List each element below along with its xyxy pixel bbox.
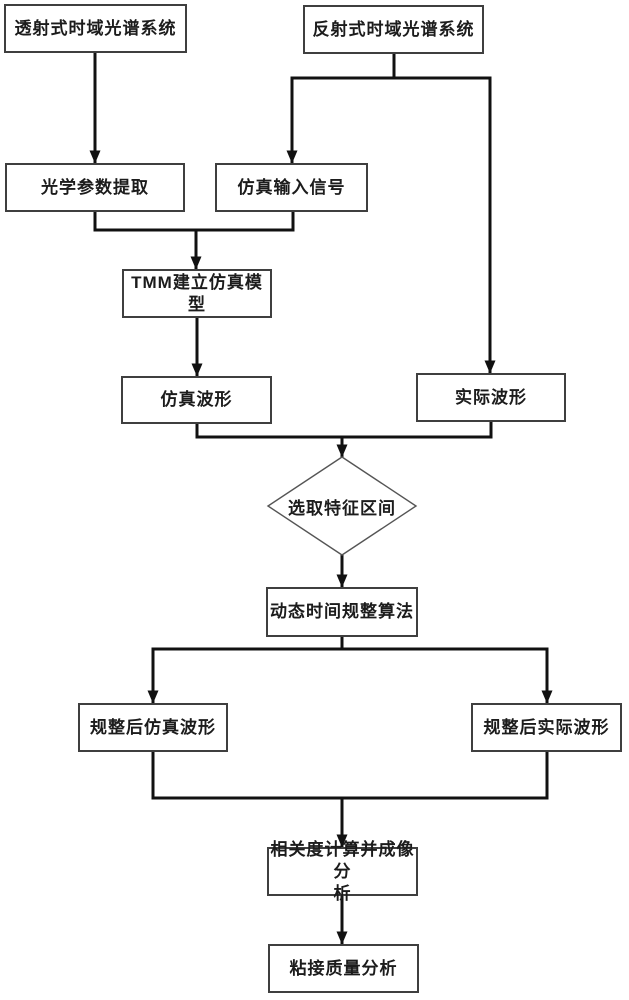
- node-correlation-imaging: 相关度计算并成像分 析: [267, 840, 418, 903]
- node-reflection-system: 反射式时域光谱系统: [303, 5, 484, 54]
- edge-merge-warped: [151, 752, 549, 800]
- node-warped-sim-waveform: 规整后仿真波形: [78, 703, 228, 752]
- node-transmission-system: 透射式时域光谱系统: [4, 4, 187, 53]
- node-tmm-model: TMM建立仿真模型: [122, 269, 272, 318]
- node-sim-input: 仿真输入信号: [215, 163, 368, 212]
- node-warped-actual-waveform: 规整后实际波形: [471, 703, 622, 752]
- node-sim-waveform: 仿真波形: [121, 376, 272, 424]
- node-dtw-algorithm: 动态时间规整算法: [266, 587, 418, 637]
- edge-merge-inputs: [93, 212, 295, 232]
- edge-dtw-split: [147, 647, 553, 704]
- node-feature-interval: 选取特征区间: [288, 498, 396, 518]
- edge-merge-waveforms: [195, 422, 493, 439]
- node-bonding-quality: 粘接质量分析: [268, 944, 419, 993]
- node-actual-waveform: 实际波形: [416, 373, 566, 422]
- edge-reflection-branch: [286, 76, 496, 374]
- node-optical-params: 光学参数提取: [5, 163, 185, 212]
- decision-diamond-shape: [266, 456, 418, 556]
